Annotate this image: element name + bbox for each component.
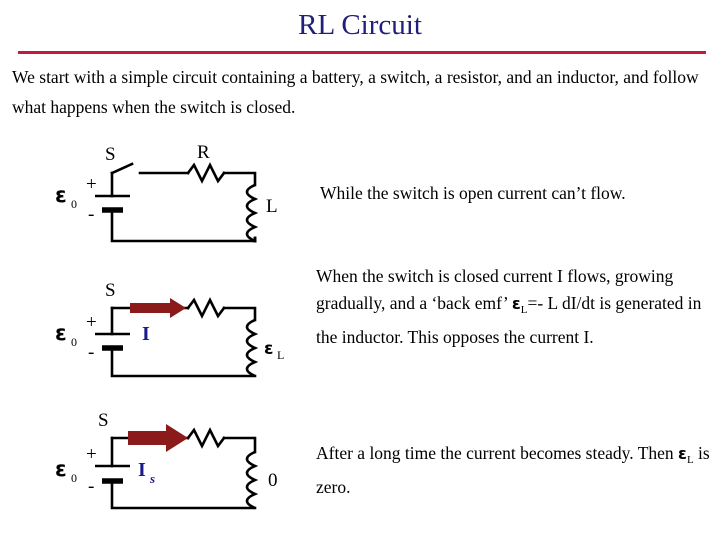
wire-resistor-to-inductor xyxy=(222,436,257,454)
switch-label: S xyxy=(105,280,116,301)
note-steady-state-part2: is zero. xyxy=(316,443,710,498)
back-emf-epsilon: ε xyxy=(511,294,521,313)
battery-plus-sign: + xyxy=(86,174,97,195)
note-closed-switch-part2: =- L dI/dt is generated in the inductor.… xyxy=(316,293,702,348)
inductor-label: L xyxy=(266,196,278,217)
inductor-symbol xyxy=(245,183,259,243)
resistor-symbol xyxy=(186,427,226,449)
current-label: I xyxy=(138,459,146,481)
wire-return-bottom xyxy=(110,479,257,510)
note-closed-switch: When the switch is closed current I flow… xyxy=(316,263,720,351)
emf-symbol: ε xyxy=(55,321,67,345)
current-direction-arrow xyxy=(130,298,186,318)
battery-plus-sign: + xyxy=(86,444,97,465)
steady-emf-symbol: εL xyxy=(678,444,694,467)
resistor-symbol xyxy=(186,297,226,319)
inductor-symbol xyxy=(245,318,259,378)
switch-label: S xyxy=(105,144,116,165)
battery-minus-sign: - xyxy=(88,476,94,497)
switch-label: S xyxy=(98,410,109,431)
wire-return-bottom xyxy=(110,208,257,243)
circuit-diagram-open-switch: S R ε 0 + - L xyxy=(0,140,330,250)
wire-resistor-to-inductor xyxy=(222,306,257,322)
emf-subscript: 0 xyxy=(71,335,77,349)
intro-paragraph: We start with a simple circuit containin… xyxy=(12,67,699,117)
emf-subscript: 0 xyxy=(71,197,77,211)
inductor-emf-subscript: L xyxy=(277,348,284,362)
battery-plus-sign: + xyxy=(86,312,97,333)
resistor-symbol xyxy=(186,162,226,184)
title-divider xyxy=(18,51,706,54)
inductor-label: 0 xyxy=(268,470,278,491)
current-direction-arrow xyxy=(128,424,188,452)
current-subscript: s xyxy=(149,471,155,486)
note-open-switch: While the switch is open current can’t f… xyxy=(320,183,626,203)
emf-symbol: ε xyxy=(55,457,67,481)
battery-minus-sign: - xyxy=(88,342,94,363)
note-closed-switch-part1: When the switch is closed current I flow… xyxy=(316,266,674,313)
current-label: I xyxy=(142,323,150,345)
resistor-label: R xyxy=(197,142,210,163)
emf-subscript: 0 xyxy=(71,471,77,485)
emf-symbol: ε xyxy=(55,183,67,207)
inductor-symbol xyxy=(245,450,259,510)
wire-return-bottom xyxy=(110,346,257,378)
wire-resistor-to-inductor xyxy=(222,171,257,187)
switch-blade-open[interactable] xyxy=(110,162,134,175)
note-steady-state-part1: After a long time the current becomes st… xyxy=(316,443,679,463)
back-emf-symbol: εL xyxy=(511,294,528,317)
inductor-emf-symbol: ε xyxy=(264,339,273,359)
steady-emf-epsilon: ε xyxy=(678,444,687,463)
circuit-diagram-steady-state: S ε 0 + - 0 I s xyxy=(0,408,330,520)
page-title: RL Circuit xyxy=(298,9,422,41)
circuit-diagram-closed-switch: S ε 0 + - ε L I xyxy=(0,278,330,390)
steady-emf-subscript: L xyxy=(686,454,694,467)
back-emf-subscript: L xyxy=(520,304,528,317)
battery-minus-sign: - xyxy=(88,204,94,225)
note-steady-state: After a long time the current becomes st… xyxy=(316,440,716,501)
